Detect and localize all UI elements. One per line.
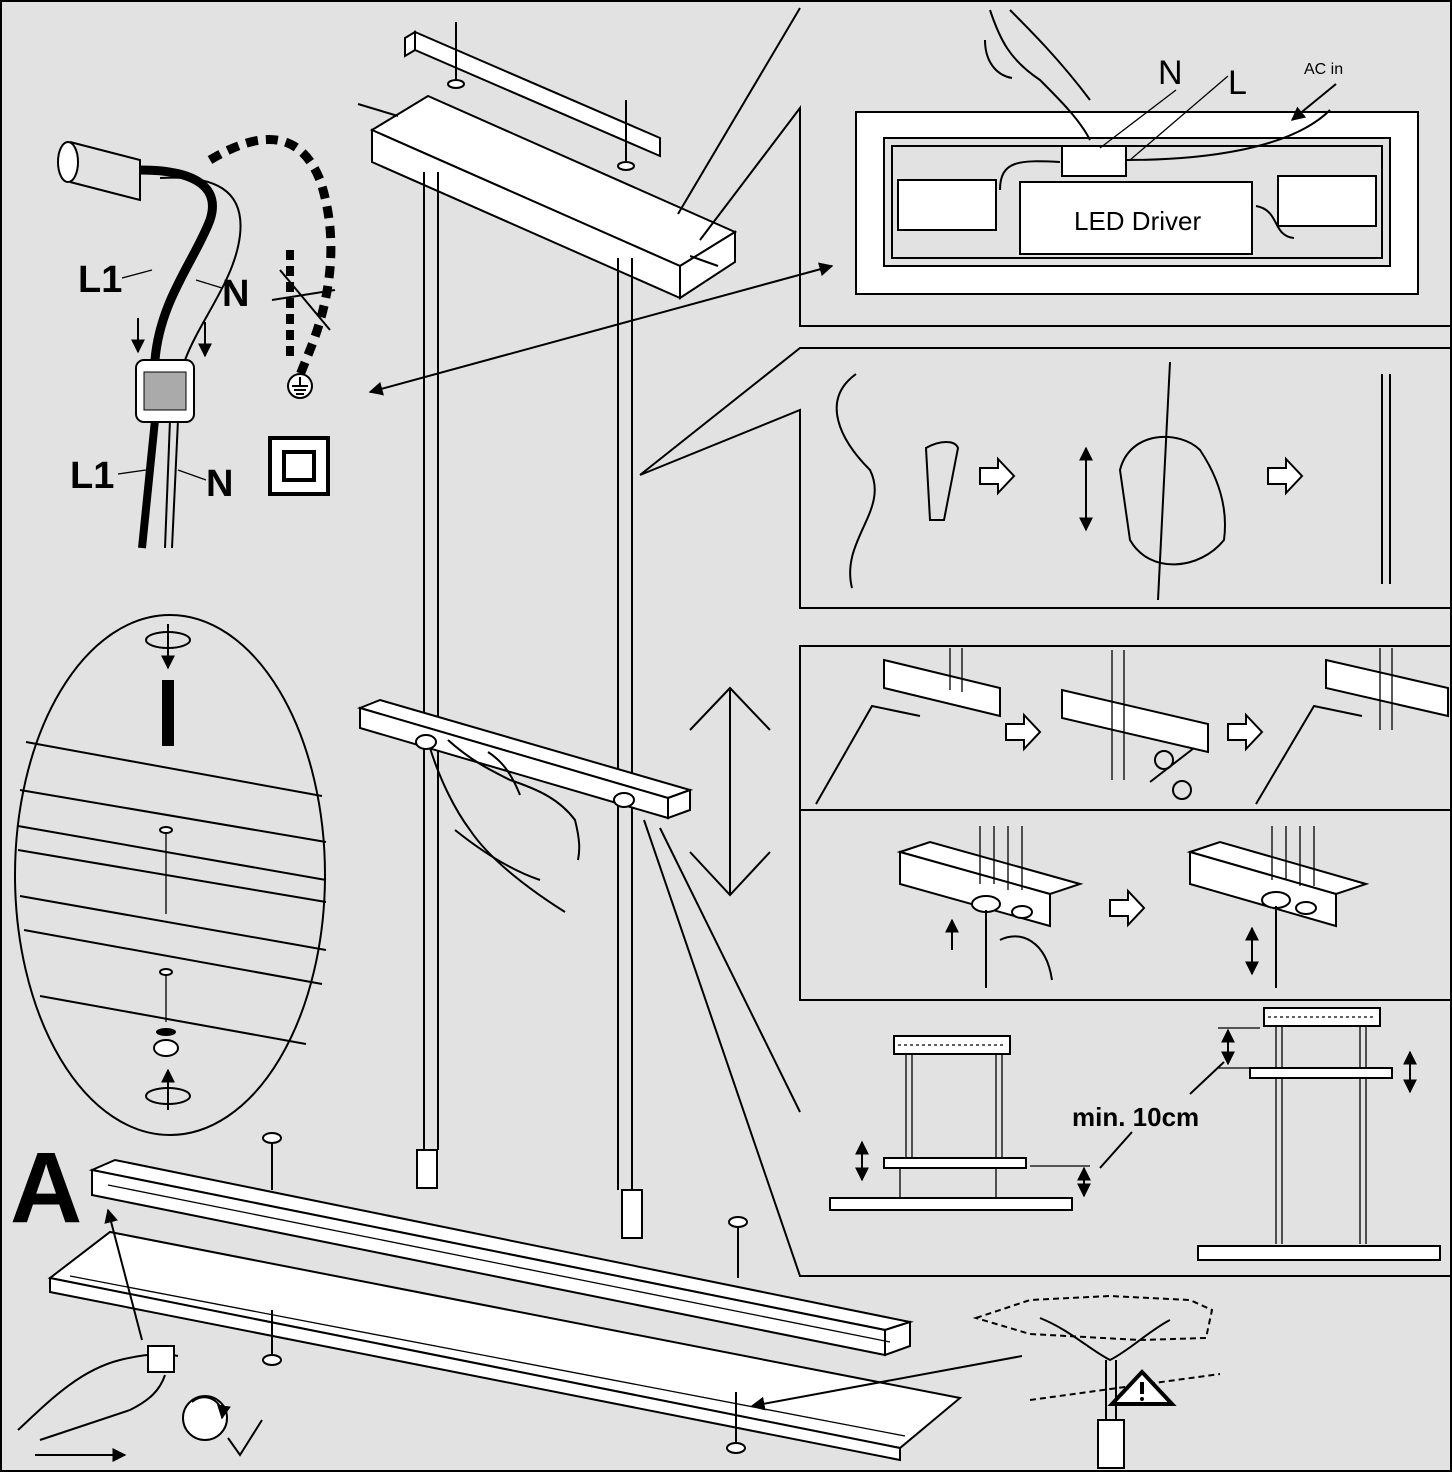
luminaire-screws (262, 1132, 748, 1454)
terminal-block (135, 359, 195, 423)
down-arrows (131, 318, 212, 358)
double-arrow-icon (689, 686, 771, 897)
label-l1-top: L1 (78, 259, 122, 301)
arrow-right-icon (979, 458, 1015, 494)
label-l1-bottom: L1 (70, 455, 114, 497)
step-letter: A (10, 1132, 82, 1244)
arrow-right-icon (1109, 890, 1145, 926)
wire-l1 (138, 165, 217, 549)
driver-panel: LED Driver (855, 109, 1419, 295)
label-n-top: N (222, 273, 249, 315)
ground-symbol-icon (287, 373, 313, 399)
arrow-right-icon (1005, 714, 1041, 750)
height-panel: min. 10cm (829, 1007, 1441, 1261)
hand-pressing-icon (984, 9, 1091, 141)
suspension-cables (423, 172, 633, 1190)
ceiling-canopy (357, 94, 738, 300)
wire-earth (207, 135, 336, 377)
hand-icon (429, 739, 581, 913)
ceiling-canopy-detail (972, 1294, 1221, 1469)
luminaire-body (47, 1158, 963, 1462)
cable-cut-panel (799, 645, 1452, 811)
rotate-icon (182, 1395, 231, 1441)
double-insulation-square-icon (268, 436, 330, 496)
warning-triangle-icon (1107, 1369, 1177, 1406)
label-n-driver: N (1158, 54, 1183, 92)
label-n-bottom: N (206, 463, 233, 505)
callout-line (659, 827, 801, 1113)
adjustable-crossbar (356, 698, 694, 820)
ceiling-bracket (404, 22, 661, 171)
checkmark-icon (227, 1419, 263, 1457)
gripper-panel (799, 809, 1452, 1001)
cable-panel-frame (639, 347, 1452, 609)
cable-straighten-panel (835, 361, 1391, 601)
min-height-label: min. 10cm (1072, 1102, 1199, 1132)
arrow-right-icon (1267, 458, 1303, 494)
callout-line (677, 7, 801, 215)
label-ac-in: AC in (1304, 61, 1343, 78)
height-panel-frame (643, 819, 1452, 1277)
arrow-right-icon (1227, 714, 1263, 750)
driver-panel-frame (699, 105, 1452, 327)
wire-n (159, 176, 242, 549)
label-l-driver: L (1228, 64, 1247, 102)
hand-slide-icon (17, 1345, 179, 1462)
wall-outlet-icon (57, 141, 141, 202)
screw-detail-oval (14, 614, 327, 1136)
driver-label: LED Driver (1074, 206, 1201, 236)
cross-out-icon (271, 269, 336, 331)
cable-grippers (416, 1149, 643, 1239)
scissors-icon (1149, 747, 1195, 800)
